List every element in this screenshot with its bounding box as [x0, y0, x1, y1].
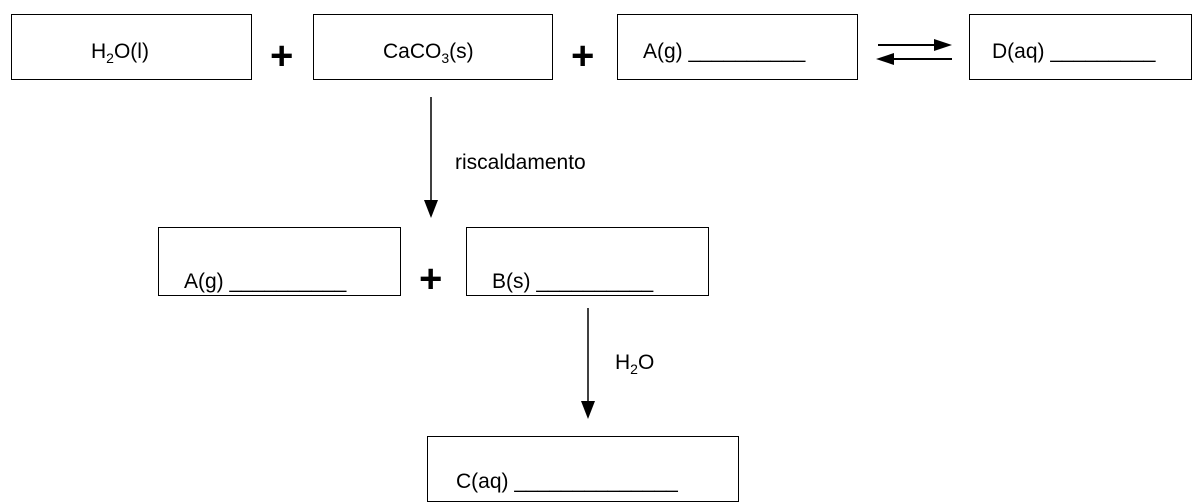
decomposition-gas-a-box: A(g) __________	[158, 227, 401, 296]
plus-sign-1: +	[270, 34, 294, 78]
product-d-label: D(aq) _________	[992, 40, 1156, 63]
product-c-box: C(aq) ______________	[427, 436, 739, 502]
solid-b-box: B(s) __________	[466, 227, 709, 296]
calcium-carbonate-label: CaCO3(s)	[383, 40, 474, 66]
equilibrium-arrow-icon	[876, 39, 952, 65]
decomposition-gas-a-label: A(g) __________	[184, 270, 347, 293]
water-step-label: H2O	[615, 351, 655, 377]
plus-sign-2: +	[571, 34, 595, 78]
water-arrow-icon	[581, 308, 595, 419]
gas-a-box: A(g) __________	[617, 14, 858, 80]
product-d-box: D(aq) _________	[969, 14, 1192, 80]
heating-label: riscaldamento	[455, 151, 586, 174]
calcium-carbonate-box: CaCO3(s)	[313, 14, 553, 80]
product-c-label: C(aq) ______________	[456, 470, 678, 493]
gas-a-label: A(g) __________	[643, 40, 806, 63]
water-label: H2O(l)	[91, 40, 149, 66]
solid-b-label: B(s) __________	[492, 270, 654, 293]
water-box: H2O(l)	[11, 14, 252, 80]
plus-sign-3: +	[419, 257, 443, 301]
heating-arrow-icon	[424, 97, 438, 218]
